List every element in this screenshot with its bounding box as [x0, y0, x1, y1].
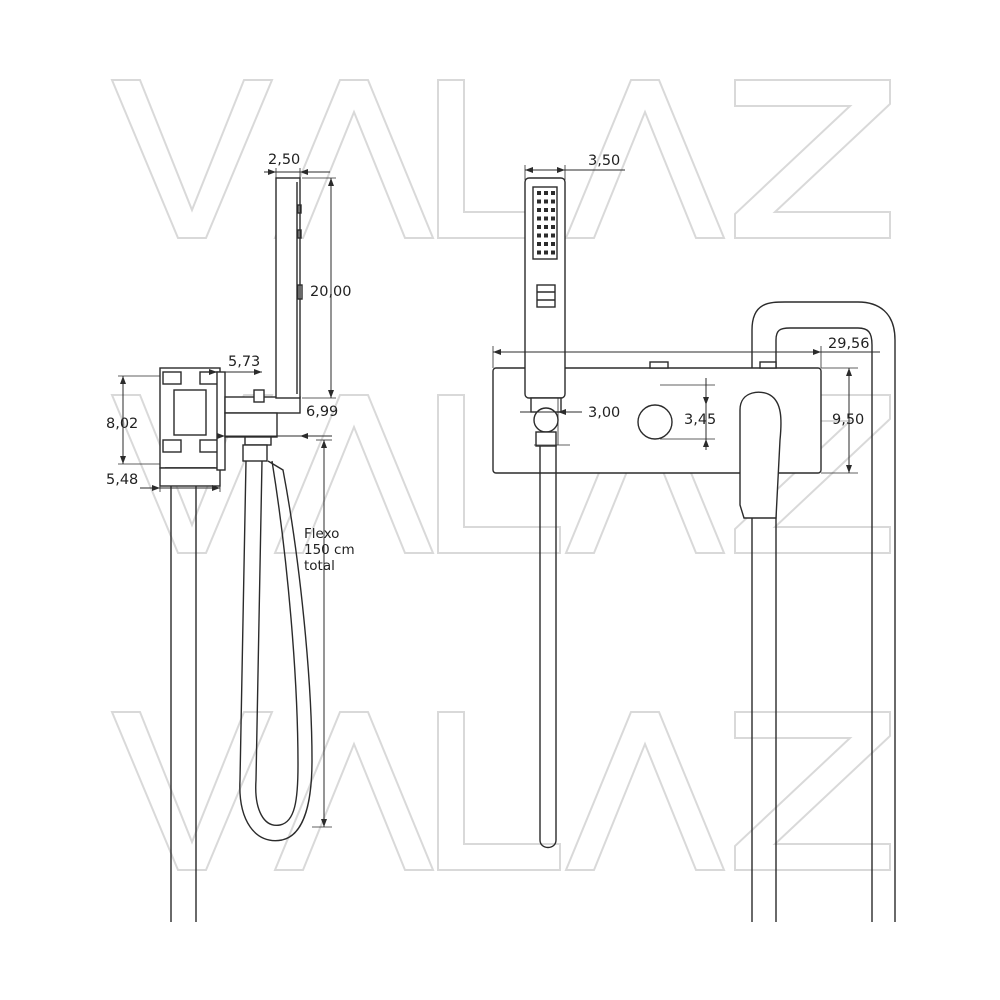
hose-note-line-2: 150 cm: [304, 542, 355, 558]
spray-nozzle: [544, 225, 548, 229]
dim-label-front-holder: 3,00: [588, 405, 620, 421]
spray-nozzle: [551, 250, 555, 255]
dim-label-front-plate-width: 29,56: [828, 336, 870, 352]
spray-nozzle: [551, 199, 555, 204]
spray-nozzle: [537, 191, 541, 195]
spray-nozzle: [537, 233, 541, 238]
spray-nozzle: [544, 208, 548, 212]
front-spout: [739, 391, 782, 519]
side-hose-nut: [242, 444, 268, 462]
dim-label-front-knob: 3,45: [684, 412, 716, 428]
dim-label-side-outlet: 6,99: [306, 404, 338, 420]
spray-nozzle: [544, 199, 548, 204]
spray-nozzle: [537, 216, 541, 221]
spray-nozzle: [537, 208, 541, 212]
spray-nozzle: [537, 242, 541, 246]
hose-note-line-3: total: [304, 558, 335, 574]
spray-nozzle: [544, 233, 548, 238]
spray-nozzle: [544, 250, 548, 255]
spray-nozzle: [551, 208, 555, 212]
spray-nozzle: [537, 225, 541, 229]
spray-nozzle: [551, 216, 555, 221]
spray-nozzle: [544, 216, 548, 221]
watermark-top: [110, 79, 891, 239]
dim-label-front-plate-height: 9,50: [832, 412, 864, 428]
side-wall-plate: [216, 371, 226, 471]
watermark-bottom: [110, 711, 891, 871]
front-view: [492, 177, 896, 922]
front-knob: [637, 404, 673, 440]
dimension-labels: 2,50 20,00 5,73 6,99 8,02 5,48 Flexo 150…: [106, 152, 870, 574]
dim-label-front-head-width: 3,50: [588, 153, 620, 169]
dim-label-side-flange: 5,48: [106, 472, 138, 488]
spray-nozzle: [551, 225, 555, 229]
spray-nozzle: [537, 250, 541, 255]
spray-nozzle: [551, 233, 555, 238]
spray-nozzle: [551, 242, 555, 246]
spray-nozzle: [537, 199, 541, 204]
front-button: [536, 284, 556, 308]
spray-nozzle: [551, 191, 555, 195]
spray-nozzle: [544, 191, 548, 195]
dimension-lines: [118, 165, 880, 828]
side-handshower: [275, 177, 301, 399]
dim-label-side-box-height: 8,02: [106, 416, 138, 432]
spray-nozzle: [544, 242, 548, 246]
dim-label-side-head-width: 2,50: [268, 152, 300, 168]
spray-nozzles: [537, 191, 555, 255]
side-view: [159, 177, 313, 922]
side-embedded-box: [159, 367, 221, 469]
hose-note-line-1: Flexo: [304, 526, 339, 542]
dim-label-side-head-length: 20,00: [310, 284, 352, 300]
dim-label-side-box-depth: 5,73: [228, 354, 260, 370]
